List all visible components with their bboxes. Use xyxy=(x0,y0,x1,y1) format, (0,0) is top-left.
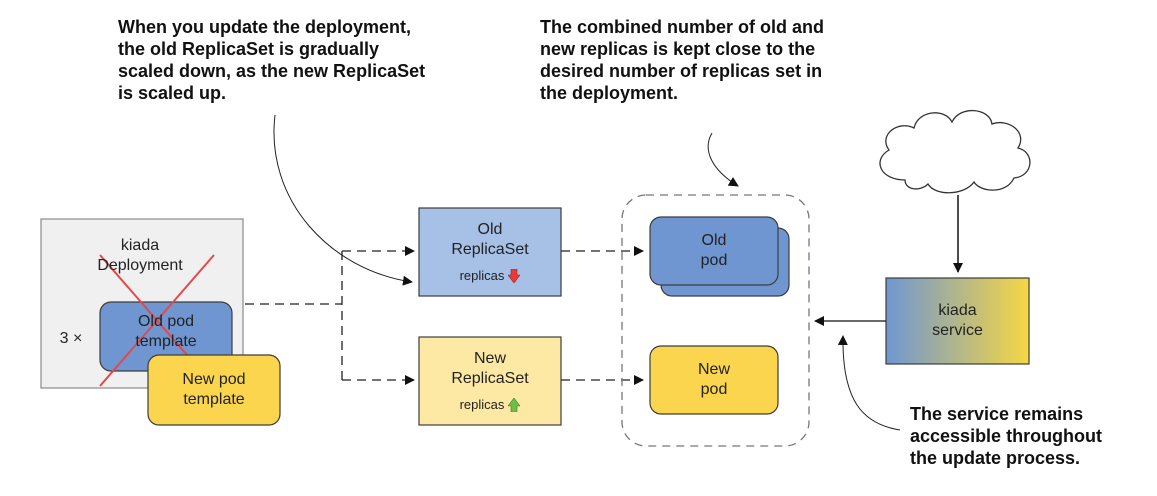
service-label: kiada service xyxy=(932,302,983,339)
scale-up-arrow-icon xyxy=(508,398,521,412)
new-pod-label: New pod xyxy=(697,361,730,398)
combined-annotation: The combined number of old and new repli… xyxy=(540,17,825,103)
new-pod-template-box xyxy=(147,354,281,426)
old-replicaset-box xyxy=(418,207,562,297)
old-replicaset-label: Old ReplicaSet replicas xyxy=(419,216,561,290)
old-pod-label: Old pod xyxy=(700,232,728,269)
update-annotation-pointer xyxy=(273,114,413,286)
deployment-multiplier: 3 × xyxy=(59,330,83,347)
new-replicas-label: replicas xyxy=(459,397,505,412)
new-pod-template-label: New pod template xyxy=(182,371,246,408)
deployment-kind: Deployment xyxy=(97,257,183,274)
new-pod-box xyxy=(649,345,779,415)
deployment-label: kiada Deployment xyxy=(60,232,220,280)
cloud-icon xyxy=(879,109,1031,194)
new-replicaset-box xyxy=(418,336,562,426)
update-annotation: When you update the deployment, the old … xyxy=(118,17,426,103)
service-annotation: The service remains accessible throughou… xyxy=(910,404,1103,468)
old-pod-template-label: Old pod template xyxy=(135,313,197,350)
old-pod-box xyxy=(649,216,779,286)
service-annotation-pointer xyxy=(837,335,901,431)
old-replicas-label: replicas xyxy=(459,268,505,283)
deployment-name: kiada xyxy=(120,237,160,254)
new-replicaset-label: New ReplicaSet replicas xyxy=(419,345,561,419)
service-box xyxy=(885,277,1030,365)
combined-annotation-pointer xyxy=(707,132,739,187)
connectors xyxy=(245,246,644,385)
scale-down-arrow-icon xyxy=(508,269,521,283)
